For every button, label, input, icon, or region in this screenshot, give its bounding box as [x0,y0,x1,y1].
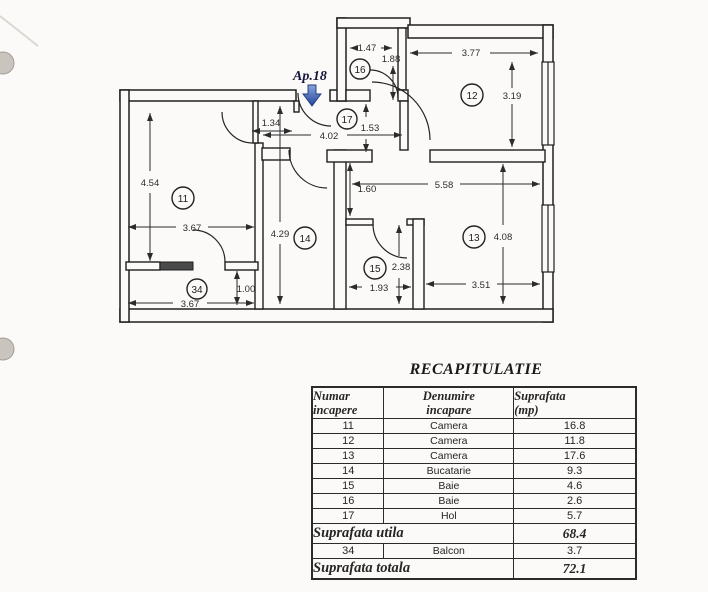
dim-label-1-60: 1.60 [358,184,377,195]
dim-label-1-34: 1.34 [262,118,281,129]
balcony-door-arc [192,229,226,263]
room15-door-arc [372,223,408,259]
summary-row-utila: Suprafata utila 68.4 [311,523,637,544]
room-name: Bucatarie [383,463,515,479]
room-marker-14: 14 [299,234,311,245]
header-row: Numar incapere Denumire incapare Suprafa… [311,386,637,419]
recap-section: RECAPITULATIE Numar incapere Denumire in… [311,361,641,580]
dim-label-5-58: 5.58 [435,180,454,191]
dim-label-3-67b: 3.67 [181,299,200,310]
room-name: Baie [383,478,515,494]
room-number: 14 [311,463,385,479]
dim-label-1-88: 1.88 [382,54,401,65]
dim-label-3-19: 3.19 [503,91,522,102]
room14-door-arc [288,149,328,189]
windows [541,61,555,273]
dim-label-1-53: 1.53 [361,123,380,134]
room-name: Camera [383,448,515,464]
recap-table: Numar incapere Denumire incapare Suprafa… [311,386,637,580]
dimension-lines [128,45,540,306]
room-number: 34 [311,543,385,559]
dim-label-4-08: 4.08 [494,232,513,243]
suprafata-utila-label: Suprafata utila [311,523,515,544]
room-number: 16 [311,493,385,509]
table-row: 16 Baie 2.6 [311,493,637,509]
apartment-label: Ap.18 [292,69,327,84]
room-name: Baie [383,493,515,509]
entrance-door-arc [297,92,332,127]
room-marker-11: 11 [178,194,189,205]
room-number: 15 [311,478,385,494]
dim-label-1-00: 1.00 [237,284,256,295]
room-marker-12: 12 [466,91,478,102]
room-area: 11.8 [513,433,637,449]
scan-artifacts [0,15,39,361]
table-row: 12 Camera 11.8 [311,433,637,449]
room-marker-13: 13 [468,233,480,244]
room16-door-arc [369,69,399,99]
dim-label-4-29: 4.29 [271,229,290,240]
col-header-suprafata: Suprafata (mp) [513,386,637,419]
recap-title: RECAPITULATIE [409,361,543,378]
balcony-door-sill [159,261,194,271]
dim-label-3-51: 3.51 [472,280,491,291]
room-area: 5.7 [513,508,637,524]
room-marker-16: 16 [354,65,366,76]
dim-label-1-47: 1.47 [358,43,377,54]
room-area: 4.6 [513,478,637,494]
col-header-numar: Numar incapere [311,386,385,419]
table-row: 11 Camera 16.8 [311,418,637,434]
room-markers [171,58,486,300]
table-row: 17 Hol 5.7 [311,508,637,524]
suprafata-utila-value: 68.4 [513,523,637,544]
dim-label-2-38: 2.38 [392,262,411,273]
room-name: Balcon [383,543,515,559]
room-area: 2.6 [513,493,637,509]
punch-hole-bottom [0,337,15,361]
room-area: 3.7 [513,543,637,559]
room-number: 12 [311,433,385,449]
dim-label-3-77: 3.77 [462,48,481,59]
table-row-balcony: 34 Balcon 3.7 [311,543,637,559]
summary-row-totala: Suprafata totala 72.1 [311,558,637,580]
room-number: 17 [311,508,385,524]
room-marker-34: 34 [191,285,203,296]
entrance-arrow-icon [302,84,322,107]
room-area: 17.6 [513,448,637,464]
table-row: 14 Bucatarie 9.3 [311,463,637,479]
dim-label-3-67a: 3.67 [183,223,202,234]
room11-door-arc [221,111,254,144]
exterior-walls [119,17,554,323]
punch-hole-top [0,51,15,75]
room-name: Hol [383,508,515,524]
suprafata-totala-label: Suprafata totala [311,558,515,580]
room-name: Camera [383,418,515,434]
room-number: 13 [311,448,385,464]
room-name: Camera [383,433,515,449]
door-arcs [192,69,431,263]
room-marker-15: 15 [369,264,381,275]
col-header-denumire: Denumire incapare [383,386,515,419]
table-row: 13 Camera 17.6 [311,448,637,464]
table-row: 15 Baie 4.6 [311,478,637,494]
suprafata-totala-value: 72.1 [513,558,637,580]
interior-walls [125,27,546,310]
room-area: 16.8 [513,418,637,434]
dim-label-1-93: 1.93 [370,283,389,294]
room-area: 9.3 [513,463,637,479]
room-number: 11 [311,418,385,434]
room-marker-17: 17 [341,115,353,126]
dim-label-4-54: 4.54 [141,178,160,189]
dim-label-4-02: 4.02 [320,131,339,142]
hall-door-arc [371,81,431,141]
